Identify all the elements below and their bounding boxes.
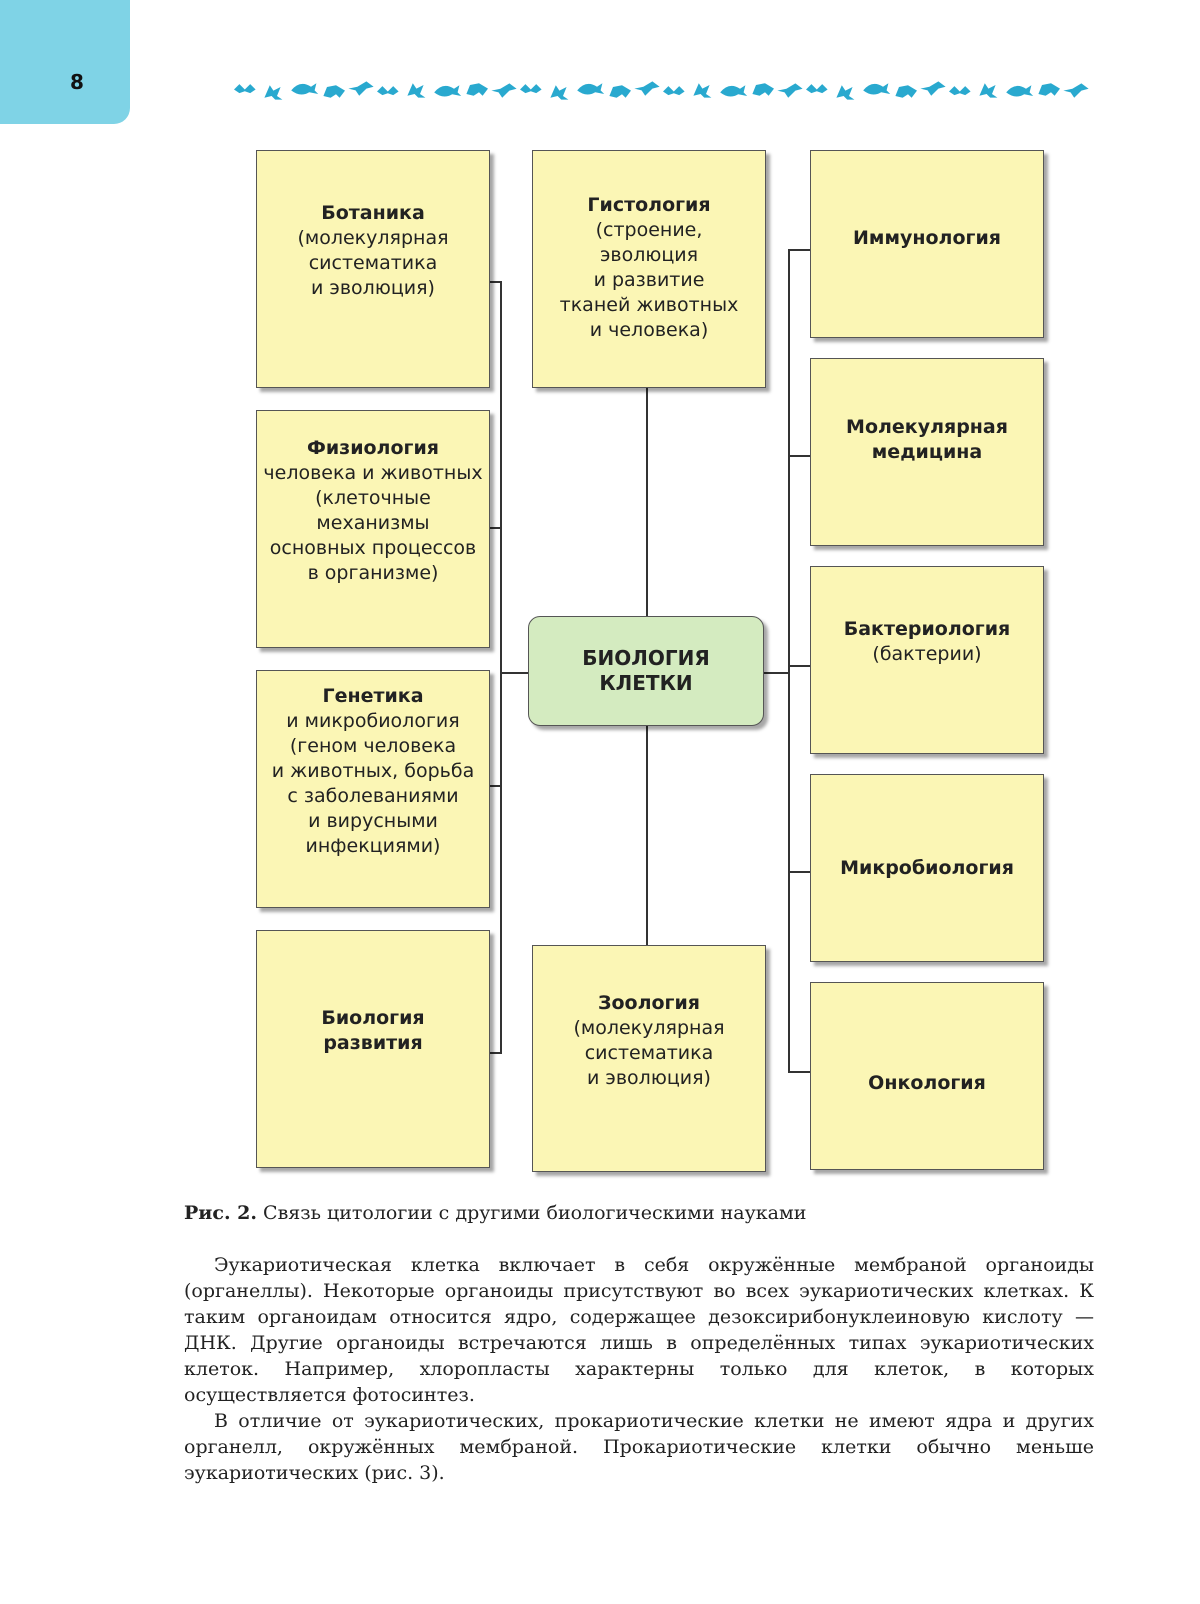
box-immunology-title: Иммунология — [853, 226, 1001, 251]
animal-silhouette-icon — [895, 85, 917, 98]
box-zoology-desc: (молекулярная систематика и эволюция) — [573, 1016, 724, 1091]
animal-silhouette-icon — [323, 85, 345, 98]
animal-silhouette-icon — [466, 83, 488, 96]
animal-silhouette-icon — [720, 85, 747, 96]
box-immunology: Иммунология — [810, 150, 1044, 338]
animal-silhouette-icon — [407, 83, 425, 97]
box-physiology: Физиология человека и животных (клеточны… — [256, 410, 490, 648]
connector-left-to-center — [500, 672, 528, 674]
page-tab — [0, 0, 130, 124]
animal-silhouette-icon — [634, 81, 659, 95]
box-botany-title: Ботаника — [321, 201, 425, 226]
box-microbiology-title: Микробиология — [840, 856, 1014, 881]
figure-caption-text: Связь цитологии с другими биологическими… — [257, 1202, 806, 1224]
animal-silhouette-icon — [348, 81, 373, 95]
connector-right-tick-2 — [788, 455, 810, 457]
box-zoology: Зоология (молекулярная систематика и эво… — [532, 945, 766, 1172]
connector-left-tick-1 — [490, 281, 502, 283]
animal-silhouette-icon — [1063, 83, 1088, 97]
animal-silhouette-icon — [806, 84, 828, 93]
animal-silhouette-icon — [291, 83, 318, 94]
box-microbiology: Микробиология — [810, 774, 1044, 962]
animal-silhouette-icon — [577, 83, 604, 94]
box-botany: Ботаника (молекулярная систематика и эво… — [256, 150, 490, 388]
center-cell-biology: БИОЛОГИЯ КЛЕТКИ — [528, 616, 764, 726]
box-bacteriology-title: Бактериология — [844, 617, 1010, 642]
box-histology: Гистология (строение, эволюция и развити… — [532, 150, 766, 388]
connector-center-to-bottom — [646, 726, 648, 948]
connector-right-tick-4 — [788, 871, 810, 873]
connector-center-to-right — [764, 672, 788, 674]
box-physiology-desc: человека и животных (клеточные механизмы… — [263, 461, 482, 586]
animal-silhouette-icon — [520, 84, 542, 93]
animal-silhouette-icon — [491, 83, 516, 97]
animal-silhouette-icon — [863, 83, 890, 94]
box-molecular-medicine: Молекулярная медицина — [810, 358, 1044, 546]
box-genetics-desc: и микробиология (геном человека и животн… — [272, 709, 474, 859]
connector-top-to-center — [646, 388, 648, 616]
box-histology-desc: (строение, эволюция и развитие тканей жи… — [560, 218, 739, 343]
box-developmental-biology: Биология развития — [256, 930, 490, 1168]
animal-silhouette-icon — [264, 85, 282, 99]
connector-left-tick-4 — [490, 1052, 502, 1054]
animal-silhouette-icon — [777, 83, 802, 97]
figure-caption: Рис. 2. Связь цитологии с другими биолог… — [184, 1202, 806, 1224]
animal-silhouette-icon — [979, 83, 997, 97]
box-molecular-medicine-title: Молекулярная медицина — [846, 415, 1008, 465]
page-number: 8 — [70, 70, 84, 94]
animal-silhouette-icon — [1006, 85, 1033, 96]
box-genetics: Генетика и микробиология (геном человека… — [256, 670, 490, 908]
connector-left-vertical — [500, 281, 502, 1054]
animal-silhouette-icon — [836, 85, 854, 99]
animal-silhouette-icon — [1038, 83, 1060, 96]
box-histology-title: Гистология — [587, 193, 710, 218]
connector-right-tick-3 — [788, 665, 810, 667]
connector-right-tick-5 — [788, 1071, 810, 1073]
animal-silhouette-icon — [377, 86, 399, 95]
animal-silhouette-icon — [609, 85, 631, 98]
connector-left-tick-2 — [490, 527, 502, 529]
box-botany-desc: (молекулярная систематика и эволюция) — [297, 226, 448, 301]
animal-silhouette-icon — [434, 85, 461, 96]
connector-right-tick-1 — [788, 249, 810, 251]
box-bacteriology-desc: (бактерии) — [872, 642, 981, 667]
box-bacteriology: Бактериология (бактерии) — [810, 566, 1044, 754]
box-developmental-biology-title: Биология развития — [321, 1006, 424, 1056]
body-text: Эукариотическая клетка включает в себя о… — [184, 1252, 1094, 1486]
connector-left-tick-3 — [490, 785, 502, 787]
animal-silhouette-icon — [550, 85, 568, 99]
connector-right-vertical — [788, 249, 790, 1071]
box-oncology: Онкология — [810, 982, 1044, 1170]
animal-silhouette-icon — [949, 86, 971, 95]
box-genetics-title: Генетика — [322, 684, 423, 709]
animal-silhouettes-band-icon — [234, 76, 1098, 106]
animal-silhouette-icon — [920, 81, 945, 95]
animal-silhouette-icon — [234, 84, 256, 93]
animal-silhouette-icon — [693, 83, 711, 97]
box-oncology-title: Онкология — [868, 1071, 986, 1096]
paragraph-1: Эукариотическая клетка включает в себя о… — [184, 1252, 1094, 1408]
box-zoology-title: Зоология — [598, 991, 700, 1016]
paragraph-2: В отличие от эукариотических, прокариоти… — [184, 1408, 1094, 1486]
figure-caption-label: Рис. 2. — [184, 1202, 257, 1224]
box-physiology-title: Физиология — [307, 436, 439, 461]
animal-silhouette-icon — [663, 86, 685, 95]
animal-silhouette-icon — [752, 83, 774, 96]
